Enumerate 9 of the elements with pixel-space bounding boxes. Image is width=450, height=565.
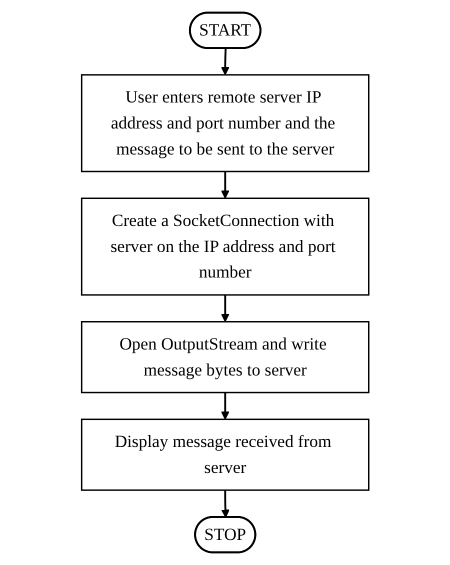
arrow [220,48,230,76]
node-box: Open OutputStream and write message bytes to server [80,321,370,394]
arrow [221,490,230,518]
arrow [220,392,230,420]
arrow [220,172,230,199]
node-box: Display message received from server [80,418,370,491]
node-box: Create a SocketConnection with server on the IP address and port number [80,198,370,296]
arrow [220,294,230,322]
node-box: User enters remote server IP address and port number and the message to be sent to the server [80,74,370,172]
